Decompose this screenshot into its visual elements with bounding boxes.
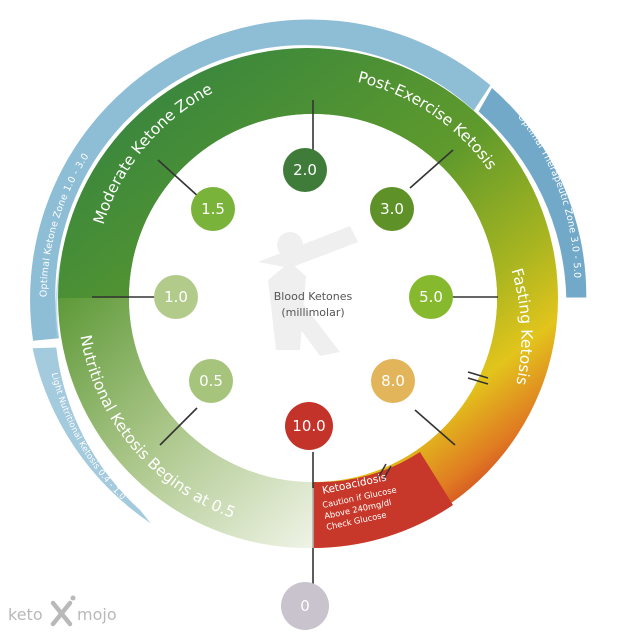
ketone-level-label: 10.0 [292, 417, 325, 435]
ketone-level-0-5: 0.5 [189, 359, 233, 403]
ketone-levels: 0 0.5 1.0 1.5 2.0 3.0 5.0 8.0 10.0 [154, 148, 453, 630]
ketone-level-label: 5.0 [419, 288, 443, 306]
ketone-level-5-0: 5.0 [409, 275, 453, 319]
ketone-level-circle [189, 359, 233, 403]
ketone-level-circle [191, 187, 235, 231]
ketone-level-circle [283, 148, 327, 192]
logo-text-mojo: mojo [77, 605, 117, 624]
ketone-level-circle [281, 582, 329, 630]
ketone-level-circle [370, 187, 414, 231]
zone-separators [92, 100, 498, 590]
ketone-level-label: 3.0 [380, 200, 404, 218]
keto-mojo-logo: keto mojo [8, 595, 117, 627]
outer-band-bottom-left [32, 347, 151, 524]
center-watermark [258, 226, 358, 356]
boundary-ticks [377, 371, 489, 481]
logo-x-icon [50, 595, 76, 627]
logo-text-keto: keto [8, 605, 43, 624]
ketone-level-circle [371, 359, 415, 403]
ketone-level-label: 8.0 [381, 372, 405, 390]
ketone-level-0: 0 [281, 582, 329, 630]
outer-band-right [478, 88, 587, 298]
ketone-level-label: 2.0 [293, 161, 317, 179]
ketone-level-circle [154, 275, 198, 319]
ketone-level-label: 1.0 [164, 288, 188, 306]
ketone-level-circle [285, 402, 333, 450]
ketone-level-3-0: 3.0 [370, 187, 414, 231]
center-unit: (millimolar) [281, 306, 344, 319]
ketone-level-label: 0.5 [199, 372, 223, 390]
ketone-level-label: 0 [300, 597, 310, 615]
ketone-level-1-0: 1.0 [154, 275, 198, 319]
ketone-level-10-0: 10.0 [285, 402, 333, 450]
ketone-level-circle [409, 275, 453, 319]
ketoacidosis-segment [313, 452, 453, 548]
ketone-level-8-0: 8.0 [371, 359, 415, 403]
outer-band-top [30, 19, 491, 341]
ketone-level-label: 1.5 [201, 200, 225, 218]
ketone-level-1-5: 1.5 [191, 187, 235, 231]
center-title: Blood Ketones [274, 290, 353, 303]
ketone-level-2-0: 2.0 [283, 148, 327, 192]
